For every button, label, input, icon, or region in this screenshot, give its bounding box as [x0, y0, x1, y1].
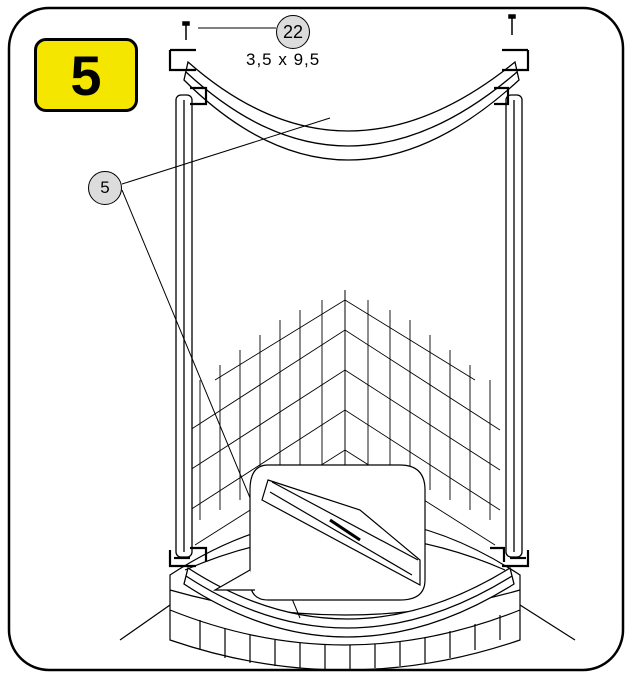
- part-callout-22: 22: [276, 15, 310, 49]
- corner-brackets: [168, 48, 530, 568]
- part-callout-5: 5: [88, 171, 122, 205]
- diagram-frame: [7, 6, 625, 672]
- door-profiles: [175, 60, 523, 638]
- tile-walls: [189, 290, 501, 546]
- step-number-badge: 5: [34, 38, 138, 112]
- screws: [182, 14, 516, 40]
- screw-size-label: 3,5 x 9,5: [246, 50, 321, 69]
- detail-inset: [212, 464, 426, 601]
